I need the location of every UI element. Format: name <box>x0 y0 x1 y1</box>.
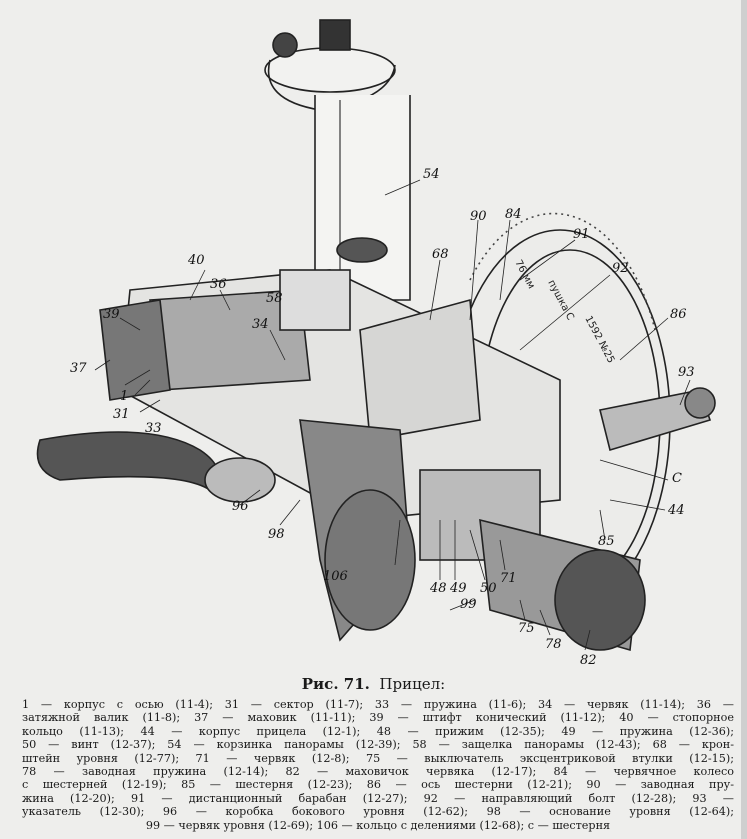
legend-line: указатель (12-30); 96 — коробка бокового… <box>22 805 734 819</box>
legend-line: штейн уровня (12-77); 71 — червяк (12-8)… <box>22 751 734 765</box>
label-54: 54 <box>423 167 440 182</box>
label-48: 48 <box>429 581 447 596</box>
label-c: C <box>672 471 682 486</box>
page-edge-shadow <box>741 0 747 839</box>
label-44: 44 <box>667 503 685 518</box>
sight-body <box>99 269 716 652</box>
label-82: 82 <box>580 653 597 668</box>
label-40: 40 <box>187 253 205 268</box>
label-33: 33 <box>145 421 162 436</box>
label-75: 75 <box>518 621 535 636</box>
label-96: 96 <box>232 499 249 514</box>
figure-title: Прицел: <box>379 675 446 693</box>
figure-number: Рис. 71. <box>301 675 370 693</box>
panorama-basket <box>264 19 411 301</box>
label-106: 106 <box>323 569 348 584</box>
legend-line: 1 — корпус с осью (11-4); 31 — сектор (1… <box>22 698 734 711</box>
label-37: 37 <box>70 361 87 376</box>
label-78: 78 <box>545 637 562 652</box>
legend-line: затяжной валик (11-8); 37 — маховик (11-… <box>22 711 734 725</box>
label-34: 34 <box>252 317 269 332</box>
label-86: 86 <box>670 307 687 322</box>
sight-illustration: 76 мм пушка С 1592 №25 54 68 90 84 91 92… <box>36 19 716 668</box>
label-84: 84 <box>505 207 522 222</box>
label-58: 58 <box>266 291 283 306</box>
handwheel-handle <box>36 431 276 503</box>
label-36: 36 <box>210 277 227 292</box>
legend-line: 50 — винт (12-37); 54 — корзинка панорам… <box>22 738 734 752</box>
label-50: 50 <box>480 581 497 596</box>
part-labels: 54 68 90 84 91 92 58 40 36 34 39 37 1 31… <box>70 167 695 668</box>
label-68: 68 <box>432 247 449 262</box>
label-99: 99 <box>460 597 477 612</box>
label-85: 85 <box>598 534 615 549</box>
leader-lines <box>94 179 691 651</box>
label-93: 93 <box>678 365 695 380</box>
label-91: 91 <box>573 227 590 242</box>
label-71: 71 <box>500 571 517 586</box>
figure-legend: 1 — корпус с осью (11-4); 31 — сектор (1… <box>22 698 734 832</box>
legend-line: 78 — заводная пружина (12-14); 82 — махо… <box>22 765 734 779</box>
legend-line: жина (12-20); 91 — дистанционный барабан… <box>22 791 734 805</box>
label-98: 98 <box>268 527 285 542</box>
label-90: 90 <box>470 209 487 224</box>
label-92: 92 <box>612 261 629 276</box>
label-1: 1 <box>120 389 128 404</box>
label-31: 31 <box>113 407 130 422</box>
label-39: 39 <box>103 307 120 322</box>
legend-line: с шестерней (12-19); 85 — шестерня (12-2… <box>22 778 734 792</box>
label-49: 49 <box>449 581 467 596</box>
figure-caption-title: Рис. 71. Прицел: <box>0 675 747 693</box>
legend-line: кольцо (11-13); 44 — корпус прицела (12-… <box>22 724 734 738</box>
legend-line: 99 — червяк уровня (12-69); 106 — кольцо… <box>145 818 611 832</box>
